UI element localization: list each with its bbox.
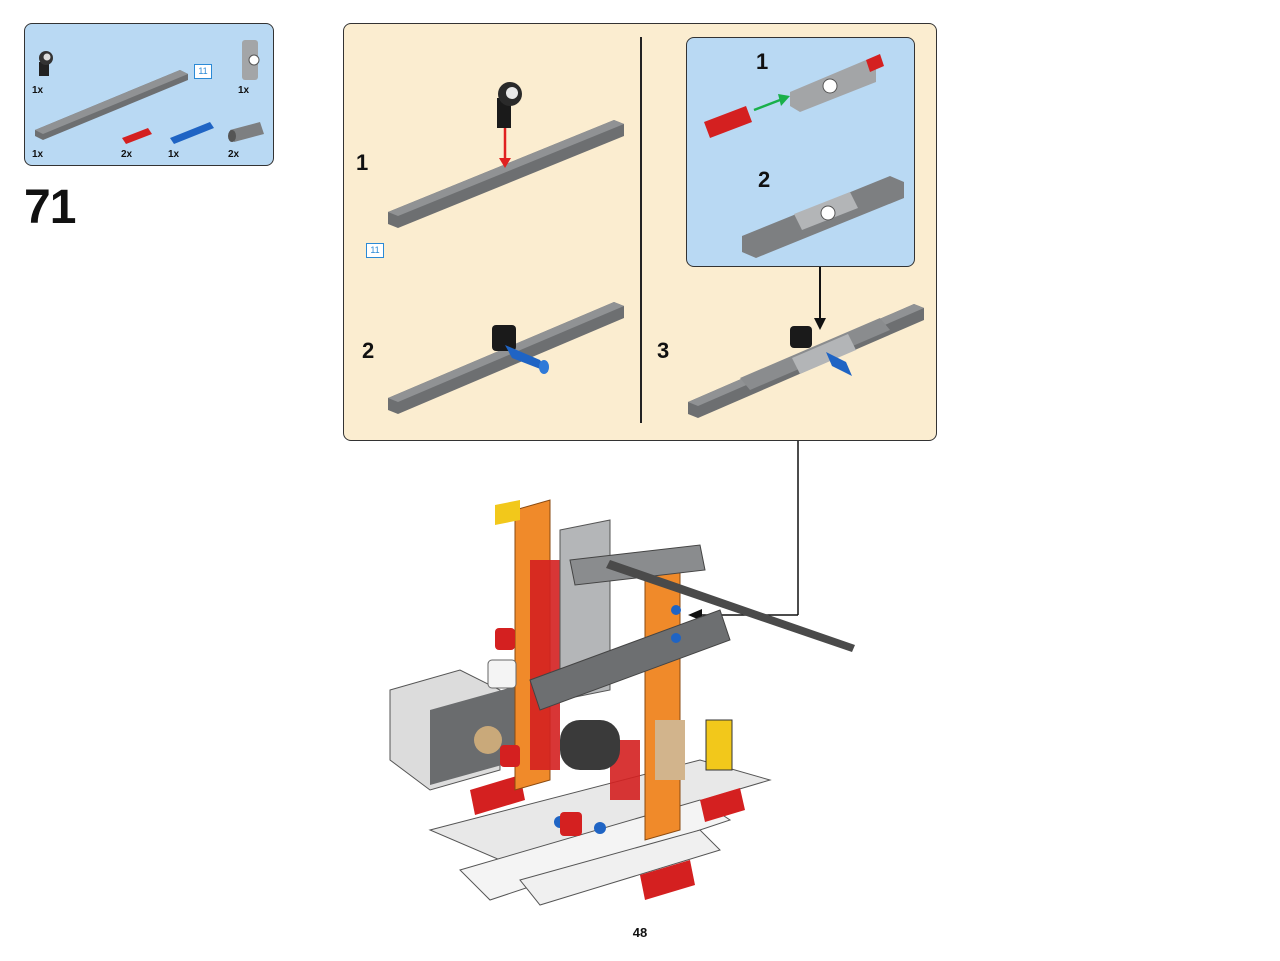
down-arrow-icon <box>814 267 826 330</box>
substep-3-beam <box>688 304 924 418</box>
qty-bush: 2x <box>228 149 240 160</box>
inner-substep-label-1: 1 <box>756 49 769 74</box>
qty-axle-red: 2x <box>121 149 133 160</box>
inner-substep-label-2: 2 <box>758 167 771 192</box>
beam-11-icon <box>35 70 188 140</box>
axle-joiner-grey-icon <box>242 40 260 80</box>
pin-blue-icon <box>170 122 214 144</box>
pin-blue-icon <box>492 325 549 374</box>
substep-label-2: 2 <box>362 338 375 363</box>
substep-2-beam <box>388 302 624 414</box>
beam-length-badge: 11 <box>194 64 212 79</box>
qty-beam: 1x <box>32 149 44 160</box>
beam-length-badge: 11 <box>366 243 384 258</box>
qty-axle-joiner: 1x <box>238 85 250 96</box>
axle-joiner-assembly-icon <box>790 54 884 112</box>
axle-2-red-icon <box>704 106 752 138</box>
green-arrow-icon <box>753 94 790 112</box>
page-number: 48 <box>632 925 648 940</box>
substep-label-1: 1 <box>356 150 369 175</box>
qty-pin-connector: 1x <box>32 85 44 96</box>
pin-connector-black-icon <box>39 51 53 76</box>
substep-label-3: 3 <box>657 338 670 363</box>
pin-connector-black-icon <box>497 82 522 128</box>
bush-grey-icon <box>228 122 264 142</box>
red-arrow-icon <box>499 128 511 168</box>
step-number: 71 <box>24 181 76 234</box>
panel-divider <box>640 37 642 423</box>
qty-pin-blue: 1x <box>168 149 180 160</box>
main-model-illustration <box>389 499 855 906</box>
substep-1-beam <box>388 120 624 228</box>
axle-joiner-with-bushes-icon <box>742 176 904 258</box>
axle-2-red-icon <box>122 128 152 144</box>
